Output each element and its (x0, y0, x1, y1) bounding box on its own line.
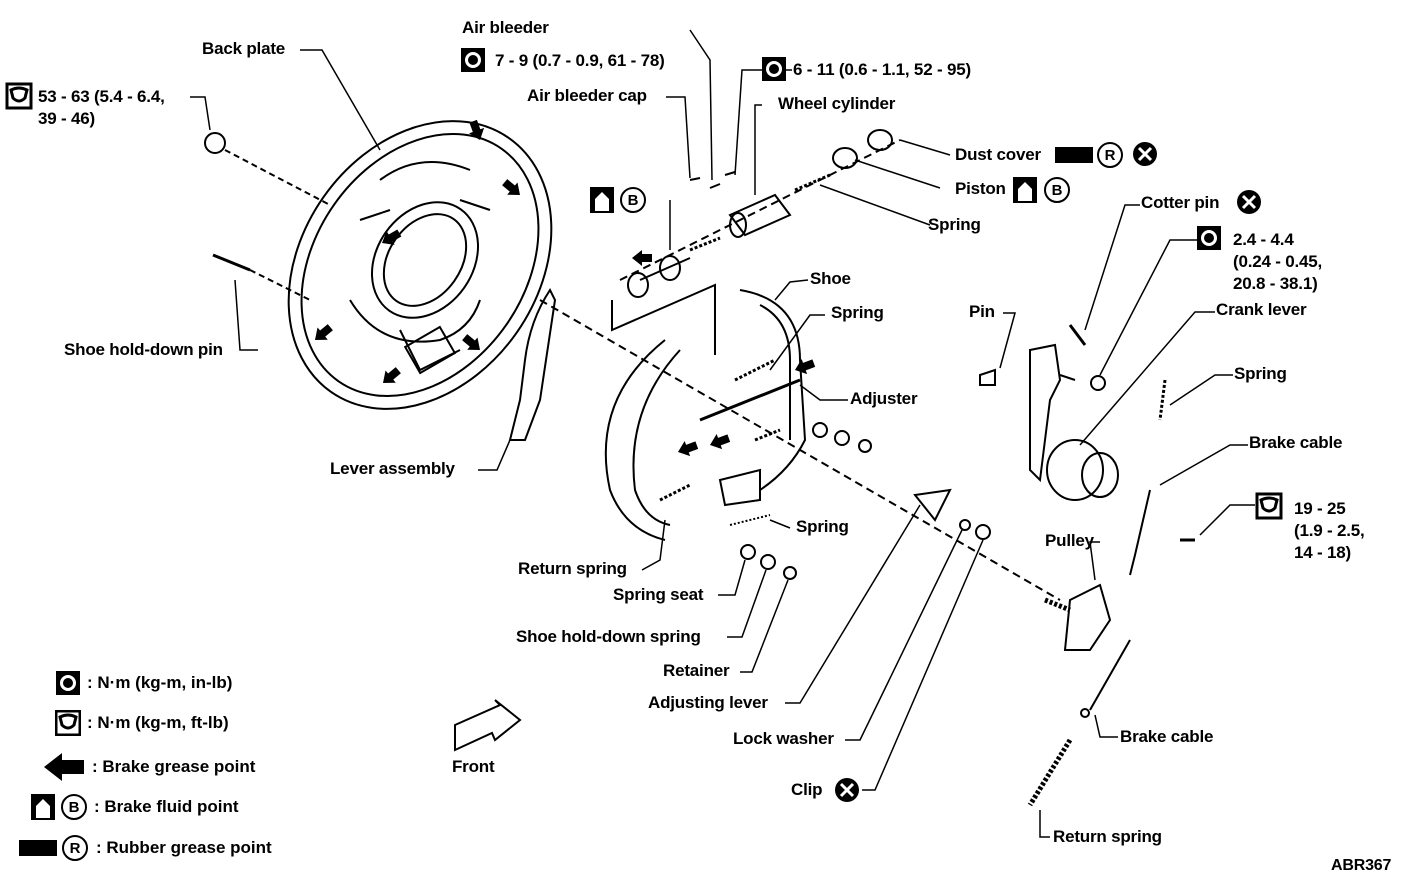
replace-x-icon (1131, 140, 1159, 168)
brake-grease-arrow-icon (44, 753, 84, 781)
label-torque-air-bleeder: 7 - 9 (0.7 - 0.9, 61 - 78) (495, 51, 665, 70)
label-piston: Piston (955, 179, 1006, 198)
label-torque-cable-bolt: 19 - 25 (1.9 - 2.5, 14 - 18) (1294, 499, 1365, 562)
lever-assembly-drawing (508, 288, 557, 441)
label-brake-cable-upper: Brake cable (1249, 433, 1343, 452)
label-wheel-cylinder: Wheel cylinder (778, 94, 896, 113)
label-spring-shoe: Spring (831, 303, 884, 322)
label-cotter-pin: Cotter pin (1141, 193, 1220, 212)
label-shoe: Shoe (810, 269, 851, 288)
label-return-spring-shoe: Return spring (518, 559, 627, 578)
legend-item-brake-grease: : Brake grease point (42, 752, 255, 782)
brake-fluid-letter: B (1052, 182, 1063, 199)
label-air-bleeder-cap: Air bleeder cap (527, 86, 647, 105)
label-retainer: Retainer (663, 661, 730, 680)
wheel-cylinder-drawing (627, 129, 893, 298)
label-brake-cable-lower: Brake cable (1120, 727, 1214, 746)
label-torque-crank: 2.4 - 4.4 (0.24 - 0.45, 20.8 - 38.1) (1233, 230, 1323, 293)
label-spring-lower: Spring (796, 517, 849, 536)
hold-down-pin-drawing (212, 253, 251, 272)
legend-text: : N·m (kg-m, in-lb) (87, 673, 233, 692)
label-adjuster: Adjuster (850, 389, 918, 408)
legend-text: : N·m (kg-m, ft-lb) (87, 713, 229, 732)
torque-wrench-small-icon (1197, 226, 1221, 250)
label-torque-wheel-cylinder: 6 - 11 (0.6 - 1.1, 52 - 95) (793, 60, 971, 79)
legend-item-brake-fluid: B : Brake fluid point (30, 793, 239, 821)
torque-wrench-large-icon (55, 710, 81, 736)
label-adjusting-lever: Adjusting lever (648, 693, 768, 712)
crank-lever-drawing (979, 324, 1167, 501)
torque-wrench-small-icon (56, 671, 80, 695)
label-dust-cover: Dust cover (955, 145, 1041, 164)
figure-code: ABR367 (1331, 857, 1392, 874)
rubber-grease-letter: R (1105, 147, 1116, 164)
label-shoe-hold-down-spring: Shoe hold-down spring (516, 627, 701, 646)
rubber-grease-icon (1055, 147, 1093, 163)
replace-x-icon (1235, 188, 1263, 216)
replace-x-icon (833, 776, 861, 804)
brake-fluid-letter: B (69, 799, 80, 816)
label-spring-crank: Spring (1234, 364, 1287, 383)
label-shoe-hold-down-pin: Shoe hold-down pin (64, 340, 223, 359)
label-lock-washer: Lock washer (733, 729, 834, 748)
brake-fluid-icon (590, 187, 614, 213)
legend-text: : Brake grease point (92, 757, 256, 776)
brake-fluid-icon (1013, 177, 1037, 203)
label-clip: Clip (791, 780, 823, 799)
label-pin: Pin (969, 302, 995, 321)
legend-item-torque-large: : N·m (kg-m, ft-lb) (55, 710, 229, 736)
label-torque-backplate-nut: 53 - 63 (5.4 - 6.4, 39 - 46) (38, 87, 165, 128)
legend-item-rubber-grease: R : Rubber grease point (18, 834, 272, 862)
label-back-plate: Back plate (202, 39, 286, 58)
brake-shoe-drawing (604, 289, 807, 541)
brake-fluid-icon: B (31, 794, 87, 820)
torque-wrench-large-icon (5, 82, 33, 110)
back-plate-drawing (287, 120, 553, 410)
torque-wrench-large-icon (1255, 492, 1283, 520)
rubber-grease-letter: R (70, 840, 81, 857)
label-pulley: Pulley (1045, 531, 1094, 550)
legend-item-torque-small: : N·m (kg-m, in-lb) (55, 670, 232, 696)
torque-wrench-small-icon (461, 48, 485, 72)
label-air-bleeder: Air bleeder (462, 18, 549, 37)
rubber-grease-icon: R (19, 835, 88, 861)
brake-fluid-letter: B (628, 192, 639, 209)
pulley-drawing (1044, 583, 1112, 651)
legend-text: : Brake fluid point (94, 797, 239, 816)
nut-drawing (204, 132, 226, 154)
label-return-spring-cable: Return spring (1053, 827, 1162, 846)
label-lever-assembly: Lever assembly (330, 459, 455, 478)
label-crank-lever: Crank lever (1216, 300, 1307, 319)
torque-wrench-small-icon (762, 57, 786, 81)
label-front: Front (452, 757, 495, 776)
label-spring-seat: Spring seat (613, 585, 704, 604)
legend-text: : Rubber grease point (96, 838, 272, 857)
front-arrow-icon (454, 699, 522, 752)
label-spring-cylinder: Spring (928, 215, 981, 234)
